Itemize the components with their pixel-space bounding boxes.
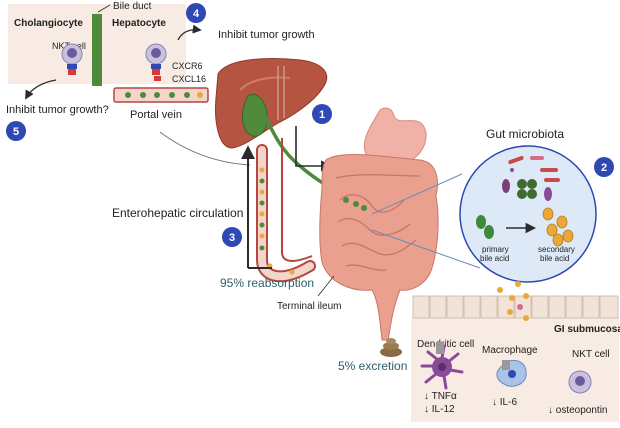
bile-duct-wall bbox=[92, 14, 102, 86]
inhibit-tumor-growth-question-label: Inhibit tumor growth? bbox=[6, 104, 109, 116]
svg-text:4: 4 bbox=[193, 8, 200, 20]
secondary-bile-acid-line1: secondary bbox=[538, 245, 575, 254]
bacteria-icon bbox=[502, 155, 560, 201]
primary-bile-acid-line1: primary bbox=[482, 245, 509, 254]
gallbladder bbox=[242, 94, 268, 137]
submucosa-nkt-cell-label: NKT cell bbox=[572, 349, 610, 360]
enterohepatic-circulation-label: Enterohepatic circulation bbox=[112, 206, 243, 220]
dendritic-cell-icon bbox=[420, 342, 464, 390]
nkt-cell-left-icon bbox=[61, 43, 83, 75]
liver bbox=[215, 58, 328, 149]
gut-microbiota-title: Gut microbiota bbox=[486, 127, 564, 141]
badge-5: 5 bbox=[6, 121, 26, 141]
badge-1: 1 bbox=[312, 104, 332, 124]
secondary-bile-acid-line2: bile acid bbox=[540, 254, 569, 263]
primary-bile-acid-line2: bile acid bbox=[480, 254, 509, 263]
svg-text:1: 1 bbox=[319, 109, 325, 121]
svg-text:5: 5 bbox=[13, 126, 19, 138]
submucosa-nkt-cell-icon bbox=[568, 370, 592, 394]
osteopontin-label: ↓ osteopontin bbox=[548, 405, 608, 416]
il6-label: ↓ IL-6 bbox=[492, 397, 517, 408]
portal-vein-tube bbox=[113, 87, 209, 103]
primary-bile-acid-shape bbox=[476, 215, 486, 229]
gi-submucosa-title: GI submucosa bbox=[554, 324, 620, 335]
macrophage-icon bbox=[496, 359, 527, 387]
macrophage-label: Macrophage bbox=[482, 345, 538, 356]
il12-label: ↓ IL-12 bbox=[424, 404, 455, 415]
stool-icon bbox=[380, 338, 402, 357]
terminal-ileum-label: Terminal ileum bbox=[277, 301, 341, 312]
badge-4: 4 bbox=[186, 3, 206, 23]
tnfa-label: ↓ TNFα bbox=[424, 391, 457, 402]
badge-2: 2 bbox=[594, 157, 614, 177]
epithelium-layer bbox=[412, 295, 619, 319]
portal-vein-label: Portal vein bbox=[130, 109, 182, 121]
cholangiocyte-label: Cholangiocyte bbox=[14, 18, 83, 29]
cxcr6-label: CXCR6 bbox=[172, 61, 203, 71]
svg-text:3: 3 bbox=[229, 232, 235, 244]
nkt-cell-right-icon bbox=[145, 43, 167, 81]
cxcl16-label: CXCL16 bbox=[172, 74, 206, 84]
excretion-label: 5% excretion bbox=[338, 359, 407, 373]
microbiota-circle bbox=[459, 145, 597, 283]
secondary-bile-acid-shapes bbox=[542, 207, 574, 247]
reabsorption-label: 95% reabsorption bbox=[220, 276, 314, 290]
intestines bbox=[319, 154, 439, 341]
inhibit-tumor-growth-label: Inhibit tumor growth bbox=[218, 29, 315, 41]
hepatocyte-label: Hepatocyte bbox=[112, 18, 166, 29]
bile-duct-label: Bile duct bbox=[113, 1, 152, 12]
svg-text:2: 2 bbox=[601, 162, 607, 174]
badge-3: 3 bbox=[222, 227, 242, 247]
stomach bbox=[364, 107, 427, 167]
dendritic-cell-label: Dendritic cell bbox=[417, 339, 474, 350]
